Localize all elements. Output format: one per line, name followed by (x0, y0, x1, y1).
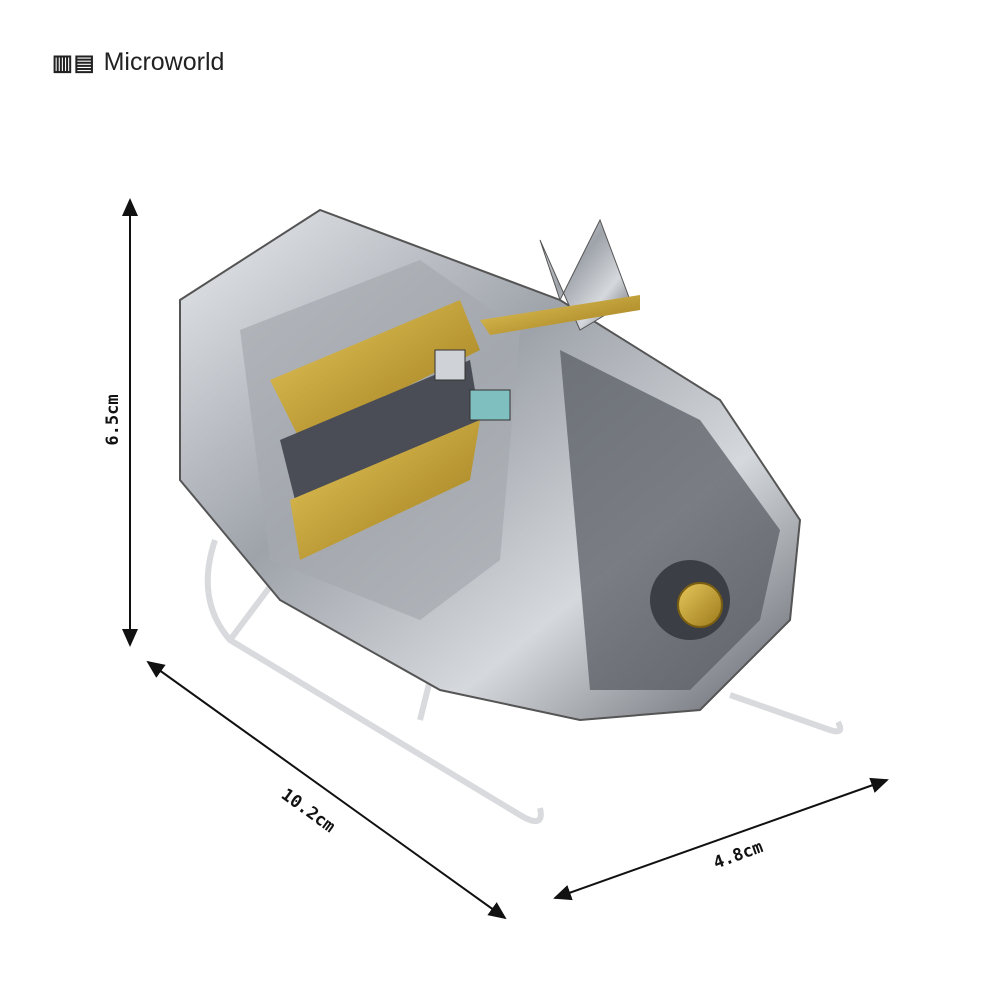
width-arrow (553, 777, 889, 901)
brand-logo-mark: ▥▤ (52, 49, 96, 75)
length-arrow (146, 660, 507, 920)
spaceship-model (179, 208, 802, 722)
brand-logo-text: Microworld (103, 48, 225, 76)
brand-logo: ▥▤ Microworld (52, 48, 224, 77)
height-label: 6.5cm (103, 394, 123, 445)
width-label: 4.8cm (711, 837, 766, 873)
